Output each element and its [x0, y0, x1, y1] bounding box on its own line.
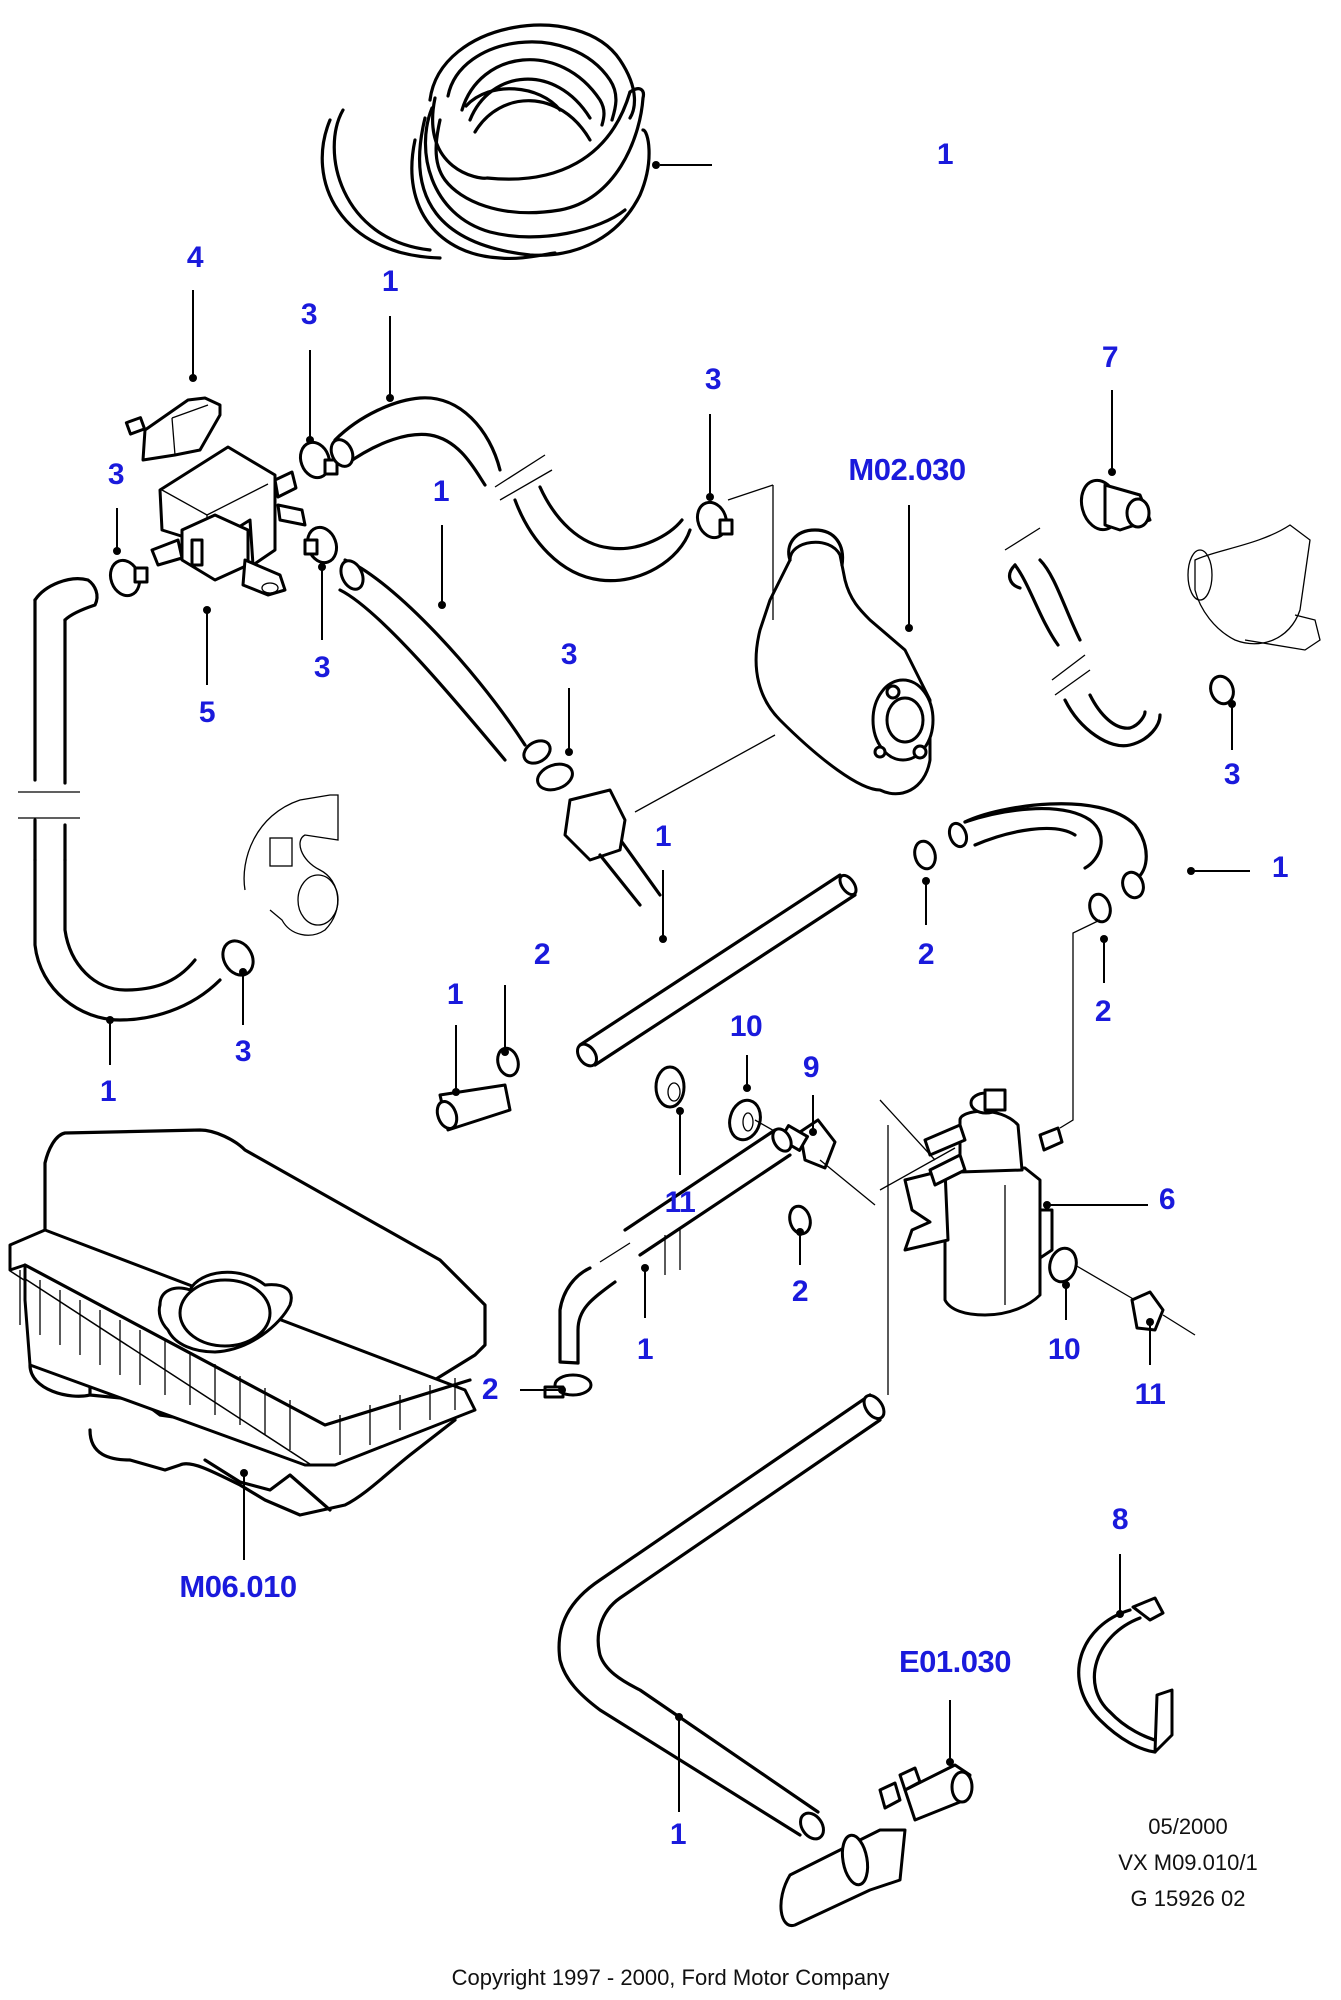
callout-1-hose-bent: 1 — [636, 1333, 654, 1366]
callout-3-clip: 3 — [704, 363, 722, 396]
graphic-id: G 15926 02 — [1130, 1886, 1246, 1911]
diagram-reference: VX M09.010/1 — [1118, 1850, 1258, 1875]
solenoid-valve-5-drawing — [150, 445, 307, 685]
callout-1-straight-pipe: 1 — [654, 820, 672, 853]
callout-9-connector: 9 — [802, 1051, 820, 1084]
callout-1-short-hose: 1 — [446, 978, 464, 1011]
hoses-upper-drawing — [329, 316, 776, 907]
callout-2-clip: 2 — [1094, 995, 1112, 1028]
callout-10-washer: 10 — [729, 1010, 763, 1043]
callout-1-hose-diagonal: 1 — [432, 475, 450, 508]
air-cleaner-drawing — [8, 1128, 487, 1560]
callout-10-washer: 10 — [1047, 1333, 1081, 1366]
callout-3-clip: 3 — [560, 638, 578, 671]
callout-1-hose-left: 1 — [99, 1075, 117, 1108]
callout-m02-030-water-pump: M02.030 — [848, 452, 966, 487]
callout-4-valve: 4 — [186, 241, 204, 274]
strap-clip-8-drawing — [1077, 1554, 1174, 1754]
diagram-date: 05/2000 — [1148, 1814, 1228, 1839]
hose-clips-drawing — [108, 350, 1236, 1025]
callout-7-cap: 7 — [1101, 341, 1119, 374]
long-bend-hose-drawing — [557, 1125, 974, 1927]
callout-3-clip: 3 — [107, 458, 125, 491]
callout-1-hose-coil: 1 — [936, 138, 954, 171]
hose-coil-drawing — [320, 23, 712, 261]
left-hose-drawing — [18, 577, 339, 1065]
callout-6-vacuum-solenoid: 6 — [1158, 1183, 1176, 1216]
copyright-notice: Copyright 1997 - 2000, Ford Motor Compan… — [451, 1965, 890, 1990]
callout-2-clip: 2 — [791, 1275, 809, 1308]
bent-hose-drawing — [520, 1127, 812, 1399]
callout-3-clip: 3 — [234, 1035, 252, 1068]
callout-e01-030-t-connector: E01.030 — [899, 1644, 1012, 1679]
callout-1-hose-long-bend: 1 — [669, 1818, 687, 1851]
callout-1-hose-upper: 1 — [381, 265, 399, 298]
callout-8-strap-clip: 8 — [1111, 1503, 1129, 1536]
straight-pipe-drawing — [435, 802, 1250, 1132]
callout-2-clip: 2 — [533, 938, 551, 971]
callout-3-clip: 3 — [300, 298, 318, 331]
callout-2-clip: 2 — [917, 938, 935, 971]
callout-11-nut: 11 — [1134, 1378, 1166, 1411]
callout-3-clip: 3 — [313, 651, 331, 684]
vacuum-solenoid-6-drawing — [879, 1088, 1148, 1317]
callout-11-nut: 11 — [664, 1186, 696, 1219]
fasteners-drawing — [654, 1055, 1196, 1365]
callout-m06-010-air-cleaner: M06.010 — [179, 1569, 297, 1604]
callout-2-clip: 2 — [481, 1373, 499, 1406]
water-pump-drawing — [727, 484, 935, 796]
valve-4-drawing — [124, 290, 222, 462]
callout-1-hose-right: 1 — [1271, 851, 1289, 884]
callout-3-clip: 3 — [1223, 758, 1241, 791]
callout-5-solenoid-valve: 5 — [198, 696, 216, 729]
cap-plug-7-drawing — [1004, 390, 1321, 748]
